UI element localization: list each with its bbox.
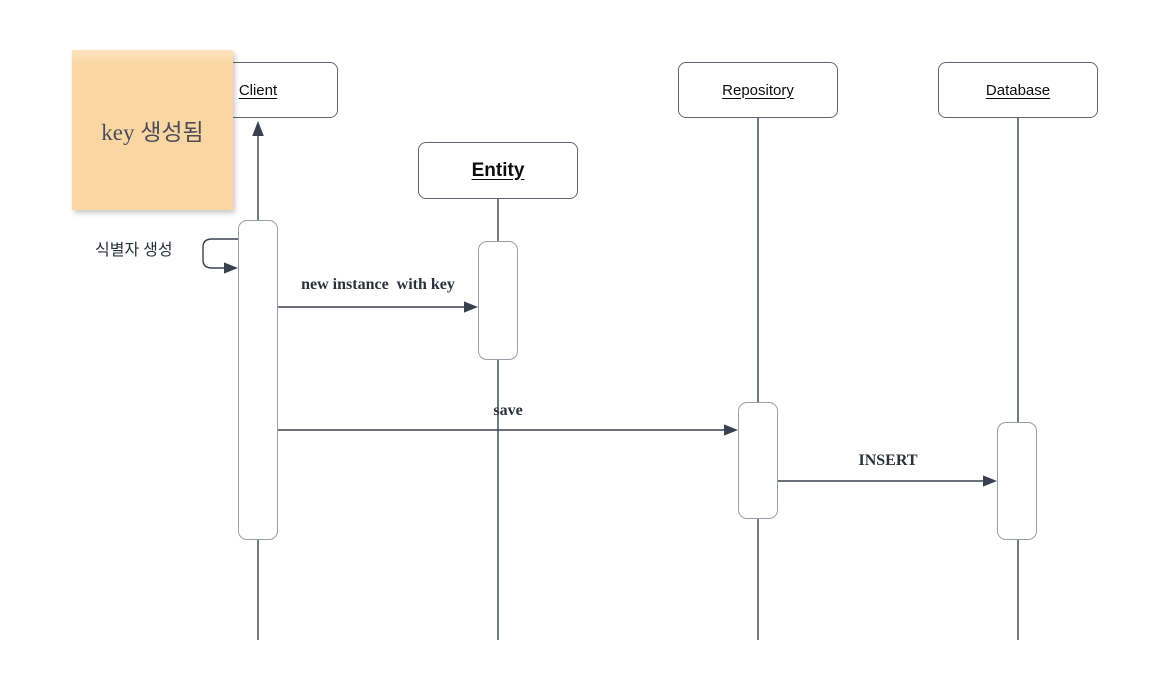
activation-bar-database[interactable] <box>997 422 1037 540</box>
sticky-note-text: key 생성됨 <box>101 120 204 145</box>
sticky-note[interactable]: key 생성됨 <box>72 50 233 210</box>
lifeline-head-repository[interactable]: Repository <box>678 62 838 118</box>
activation-bar-client[interactable] <box>238 220 278 540</box>
lifeline-label-entity: Entity <box>471 159 525 181</box>
lifeline-label-database: Database <box>985 81 1051 99</box>
arrow-activation-to-client[interactable] <box>252 121 264 220</box>
lifeline-label-repository: Repository <box>722 81 794 99</box>
activation-bar-entity[interactable] <box>478 241 518 360</box>
message-label-save[interactable]: save <box>493 402 523 419</box>
message-label-self[interactable]: 식별자 생성 <box>95 242 173 259</box>
lifeline-label-client: Client <box>238 81 278 99</box>
lifeline-head-database[interactable]: Database <box>938 62 1098 118</box>
message-label-insert[interactable]: INSERT <box>858 452 918 469</box>
arrow-new-instance[interactable] <box>278 301 478 313</box>
arrow-insert[interactable] <box>778 475 997 487</box>
arrow-self-message[interactable] <box>202 238 238 274</box>
activation-bar-repository[interactable] <box>738 402 778 519</box>
arrow-save[interactable] <box>278 424 738 436</box>
message-label-new-instance[interactable]: new instance with key <box>301 276 455 293</box>
lifeline-head-entity[interactable]: Entity <box>418 142 578 199</box>
